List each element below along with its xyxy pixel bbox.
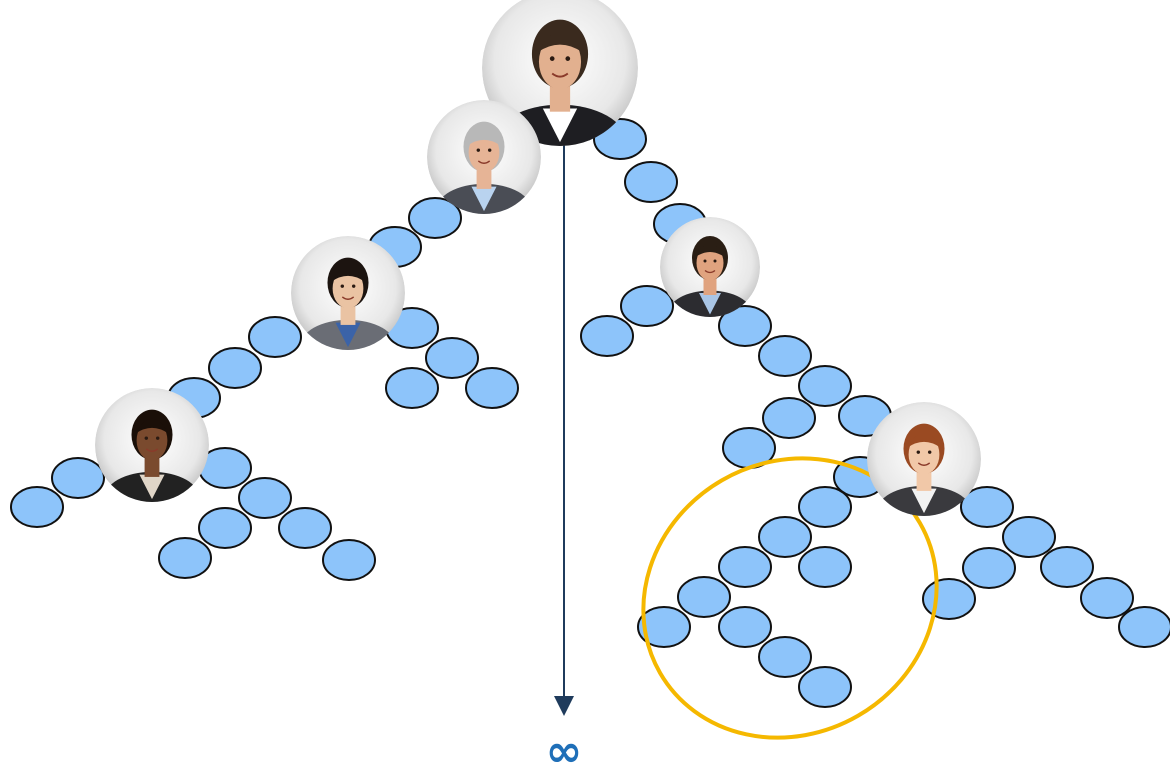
network-node xyxy=(1118,606,1170,648)
network-node xyxy=(637,606,691,648)
network-node xyxy=(1002,516,1056,558)
network-node xyxy=(798,486,852,528)
network-node xyxy=(922,578,976,620)
infinity-symbol: ∞ xyxy=(546,726,583,766)
person-photo-woman-red-hair xyxy=(867,402,981,516)
network-node xyxy=(408,197,462,239)
network-node xyxy=(465,367,519,409)
network-node xyxy=(718,606,772,648)
highlight-ring xyxy=(641,456,939,740)
network-node xyxy=(718,546,772,588)
network-node xyxy=(580,315,634,357)
network-node xyxy=(962,547,1016,589)
person-photo-senior-man xyxy=(427,100,541,214)
network-node xyxy=(677,576,731,618)
network-node xyxy=(758,335,812,377)
network-node xyxy=(624,161,678,203)
network-node xyxy=(425,337,479,379)
person-photo-woman-curly-hair xyxy=(95,388,209,502)
network-node xyxy=(960,486,1014,528)
network-node xyxy=(718,305,772,347)
network-node xyxy=(762,397,816,439)
network-node xyxy=(1080,577,1134,619)
person-photo-man-right xyxy=(660,217,760,317)
network-node xyxy=(758,516,812,558)
network-node xyxy=(385,367,439,409)
network-node xyxy=(620,285,674,327)
network-node xyxy=(198,507,252,549)
network-node xyxy=(1040,546,1094,588)
network-node xyxy=(10,486,64,528)
network-node xyxy=(238,477,292,519)
network-node xyxy=(248,316,302,358)
people-layer xyxy=(95,0,981,516)
network-node xyxy=(208,347,262,389)
person-photo-woman-dark-hair xyxy=(291,236,405,350)
network-node xyxy=(158,537,212,579)
network-node xyxy=(798,365,852,407)
network-node xyxy=(322,539,376,581)
network-node xyxy=(798,666,852,708)
network-node xyxy=(51,457,105,499)
network-node xyxy=(798,546,852,588)
network-node xyxy=(278,507,332,549)
network-node xyxy=(758,636,812,678)
